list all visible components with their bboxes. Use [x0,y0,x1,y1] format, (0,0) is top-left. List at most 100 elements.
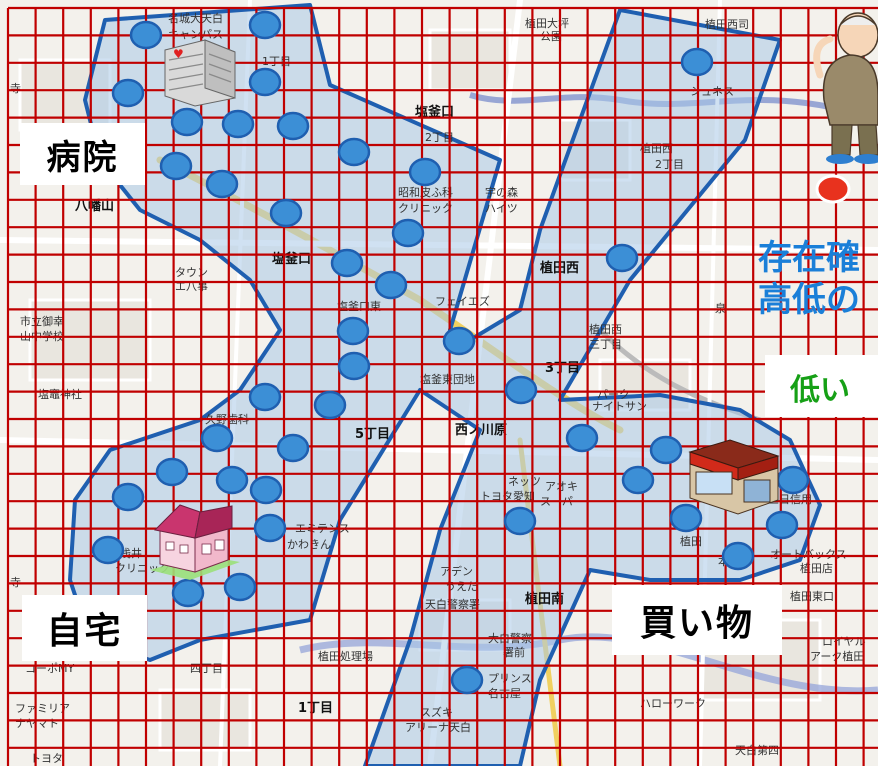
map-place-label: 塩釜口 [272,251,311,267]
map-place-label: ハローワーク [640,697,706,710]
map-place-label: 植田東口 [790,589,834,603]
map-place-label: 八幡山 [74,198,114,214]
map-place-label: トヨタ愛知 [480,489,535,503]
probability-marker [248,382,282,412]
map-place-label: エ八事 [175,280,208,293]
map-place-label: 植田西 [640,141,673,155]
probability-marker [248,10,282,40]
map-place-label: トヨタ [30,752,63,765]
probability-marker [330,248,364,278]
marker-layer [91,10,810,695]
probability-marker [253,513,287,543]
probability-marker [504,375,538,405]
map-place-label: 三丁目 [589,338,622,351]
probability-marker [337,351,371,381]
probability-marker [680,47,714,77]
probability-marker [765,510,799,540]
map-place-label: 塩釜東団地 [420,372,475,386]
map-place-label: ハイツ [485,202,518,215]
home-label: 自宅 [22,595,147,661]
probability-marker [276,433,310,463]
map-place-label: 昭和皮ふ科 [398,185,453,199]
map-place-label: 2丁目 [425,131,454,144]
map-place-label: プリンス [488,672,532,685]
map-place-label: 宇の森 [485,185,518,199]
probability-marker [442,326,476,356]
probability-marker [276,111,310,141]
map-place-label: 5丁目 [355,427,390,442]
map-place-label: 植田 [680,534,702,548]
map-place-label: 植田西司 [705,17,749,31]
probability-marker [269,198,303,228]
map-place-label: アオキ [545,480,578,493]
map-place-label: 植田西 [589,322,622,336]
map-place-label: 四丁目 [190,662,223,675]
shop-icon [688,439,780,515]
map-place-label: クリニック [398,202,453,215]
map-place-label: 1丁目 [262,55,291,68]
probability-marker [111,78,145,108]
probability-marker [200,423,234,453]
map-place-label: ナヤマト [15,717,59,730]
probability-marker [391,218,425,248]
probability-marker [129,20,163,50]
probability-marker [170,107,204,137]
map-place-label: 署前 [503,645,525,659]
probability-marker [669,503,703,533]
map-place-label: 寺 [10,82,21,95]
map-place-label: コーポMY [25,662,74,675]
probability-marker [336,316,370,346]
map-place-label: 西ノ川原 [455,423,507,438]
map-place-label: ファミリア [15,702,70,715]
map-place-label: 市立御幸 [20,314,64,328]
probability-marker [605,243,639,273]
person-location-marker [815,174,851,204]
map-place-label: 1丁目 [298,701,333,716]
map-place-label: クリニック [115,562,170,575]
probability-marker [159,151,193,181]
map-place-label: 植田店 [800,561,833,575]
map-place-label: 塩釜口東 [337,299,381,313]
probability-marker [450,665,484,695]
map-place-label: 名城大天白 [168,11,223,25]
legend-title-line2: 高低の [758,280,860,320]
map-place-label: 植田処理場 [318,649,373,663]
probability-marker [649,435,683,465]
probability-marker [313,390,347,420]
map-place-label: アデン [440,564,473,578]
hospital-label: 病院 [20,123,145,185]
probability-marker [503,506,537,536]
probability-marker [337,137,371,167]
map-place-label: アーク植田 [810,649,864,663]
map-place-label: タウン [175,266,208,279]
map-place-label: シュネス [690,85,734,98]
probability-marker [171,578,205,608]
probability-marker [248,67,282,97]
map-place-label: ロイヤル [822,635,866,648]
probability-marker [111,482,145,512]
map-place-label: 塩竈神社 [38,387,82,401]
probability-marker [721,541,755,571]
map-place-label: アリーナ天白 [405,720,471,734]
legend-title-line1: 存在確 [758,238,860,278]
probability-marker [205,169,239,199]
map-place-label: 天白警察署 [425,597,480,611]
house-icon [150,504,240,580]
probability-marker [374,270,408,300]
probability-marker [91,535,125,565]
svg-text:♥: ♥ [173,47,184,61]
shopping-label: 買い物 [612,585,782,655]
map-place-label: フェイエズ [435,294,490,308]
probability-marker [408,157,442,187]
map-place-label: ネッツ [508,475,541,488]
legend-low-label: 低い [790,373,850,408]
hospital-building-icon: ♥ [164,39,236,107]
map-place-label: 天白第四 [735,743,779,757]
probability-marker [155,457,189,487]
probability-marker [223,572,257,602]
map-place-label: かわきん [287,538,331,551]
probability-marker [565,423,599,453]
map-place-label: ナイトサン [592,400,647,413]
